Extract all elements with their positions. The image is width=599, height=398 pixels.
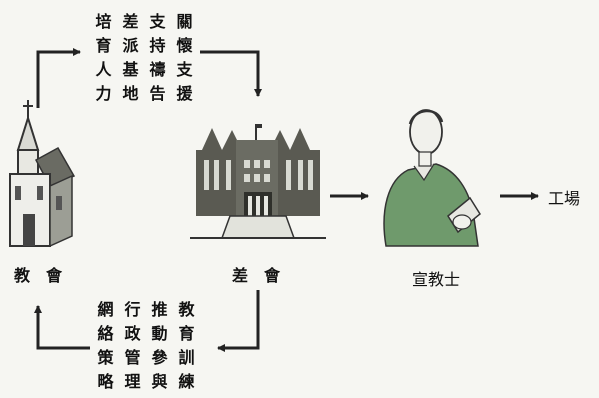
top-col3-char4: 告 (149, 84, 166, 103)
arrow-agency-to-bottom-text (217, 290, 260, 352)
church-label: 教 會 (14, 266, 63, 285)
arrow-top-text-to-agency (200, 50, 262, 97)
top-col1-char2: 育 (95, 36, 112, 55)
top-col3-char3: 禱 (149, 60, 166, 79)
bottom-col2-char1: 行 (124, 300, 141, 319)
top-col4-char4: 援 (176, 84, 193, 103)
church-icon (9, 100, 76, 248)
bottom-col3-char2: 動 (151, 324, 168, 343)
top-col2-char3: 基 (122, 60, 139, 79)
top-col1-char4: 力 (95, 84, 112, 103)
workplace-label: 工場 (548, 189, 581, 208)
missionary-label: 宣教士 (412, 270, 461, 289)
top-col4-char2: 懷 (176, 36, 193, 55)
bottom-col4-char3: 訓 (178, 348, 195, 367)
top-col1-char3: 人 (95, 60, 112, 79)
bottom-text-block: 網 絡 策 略 行 政 管 理 推 動 參 與 教 育 訓 練 (92, 298, 200, 394)
mission-agency-building-icon (190, 124, 326, 239)
top-col2-char2: 派 (122, 36, 139, 55)
mission-agency-label: 差 會 (232, 266, 281, 285)
arrow-bottom-text-to-church (34, 305, 90, 350)
bottom-col1-char1: 網 (97, 300, 114, 319)
top-col4-char3: 支 (176, 60, 193, 79)
missionary-person-icon (383, 109, 481, 247)
top-col4-char1: 關 (176, 12, 193, 31)
bottom-col2-char4: 理 (124, 372, 141, 391)
bottom-col1-char4: 略 (97, 372, 114, 391)
bottom-col3-char1: 推 (151, 300, 168, 319)
bottom-col3-char3: 參 (151, 348, 168, 367)
arrow-church-to-top-text (36, 48, 81, 108)
bottom-col3-char4: 與 (151, 372, 168, 391)
top-text-block: 培 育 人 力 差 派 基 地 支 持 禱 告 關 懷 支 援 (90, 10, 198, 106)
top-col3-char1: 支 (149, 12, 166, 31)
bottom-col4-char4: 練 (178, 372, 195, 391)
top-col3-char2: 持 (149, 36, 166, 55)
bottom-col4-char1: 教 (178, 300, 195, 319)
bottom-col1-char2: 絡 (97, 324, 114, 343)
bottom-col4-char2: 育 (178, 324, 195, 343)
top-col1-char1: 培 (95, 12, 112, 31)
top-col2-char4: 地 (122, 84, 139, 103)
bottom-col1-char3: 策 (97, 348, 114, 367)
bottom-col2-char2: 政 (124, 324, 141, 343)
top-col2-char1: 差 (122, 12, 139, 31)
bottom-col2-char3: 管 (124, 348, 141, 367)
